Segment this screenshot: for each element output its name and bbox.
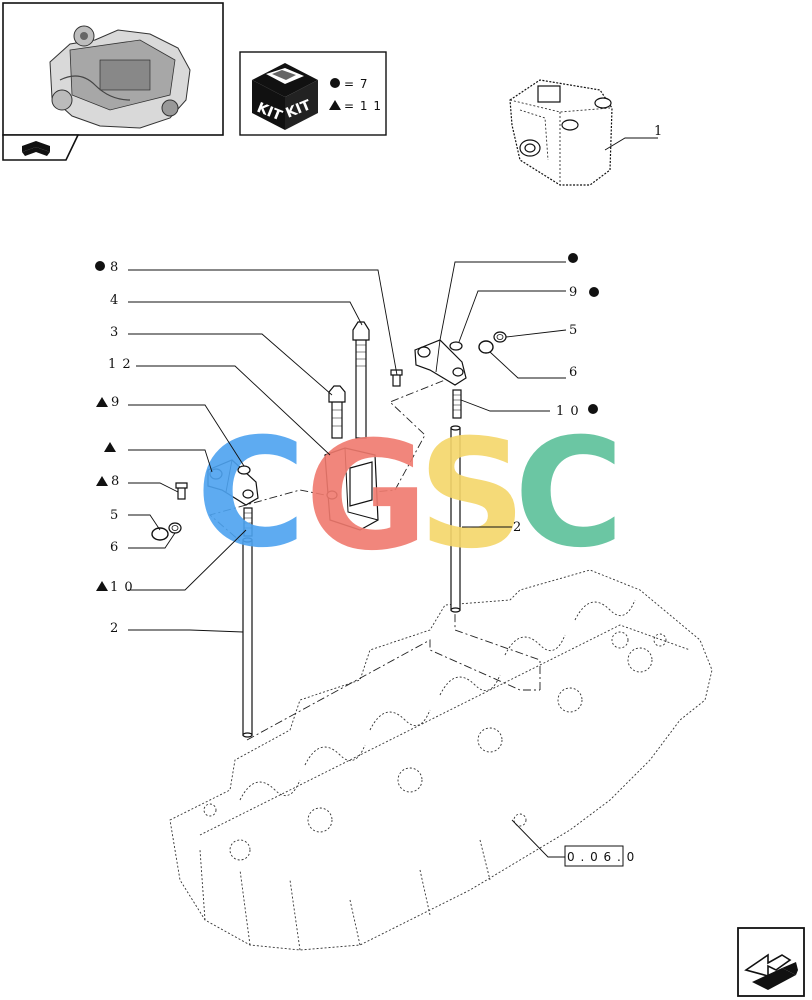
engine-icon	[49, 25, 191, 129]
next-page-button[interactable]	[737, 927, 805, 997]
filled-triangle-icon	[329, 100, 341, 110]
reference-label: 0 . 0 6 . 0	[567, 850, 635, 864]
watermark-letter-g: G	[305, 410, 428, 584]
rocker-arm-right	[414, 339, 467, 386]
cylinder-head	[169, 569, 713, 951]
bolt-4-long	[352, 321, 370, 439]
filled-circle-icon	[589, 287, 599, 297]
callout-10-right: 1 0	[556, 404, 580, 419]
push-rod-right	[450, 425, 461, 613]
adjuster-10-right	[452, 389, 462, 419]
push-rod-left	[242, 537, 253, 738]
callout-3: 3	[110, 325, 119, 340]
callout-6-right: 6	[569, 365, 578, 380]
screw-8-left	[175, 482, 188, 500]
bolt-3-short	[328, 385, 346, 439]
o-ring-5-right	[493, 331, 507, 343]
filled-circle-icon	[568, 253, 578, 263]
reference-box-0-06-0[interactable]: 0 . 0 6 . 0	[564, 845, 635, 867]
callout-5-right: 5	[569, 323, 578, 338]
book-icon	[22, 141, 50, 156]
filled-circle-icon	[588, 404, 598, 414]
engine-thumbnail[interactable]	[2, 2, 224, 136]
triangle-kit-count: = 1 1	[344, 99, 382, 113]
part-12-rocker-support	[324, 447, 379, 531]
filled-triangle-icon	[96, 397, 108, 407]
callout-1: 1	[654, 124, 663, 139]
callout-8-left: 8	[111, 474, 120, 489]
circle-kit-count: = 7	[344, 77, 369, 91]
adjuster-10-left	[243, 507, 253, 537]
o-ring-6-right	[478, 340, 494, 354]
watermark-letter-c2: C	[514, 407, 624, 581]
callout-9-right: 9	[569, 285, 578, 300]
callout-4: 4	[110, 293, 119, 308]
watermark-letter-s: S	[418, 408, 526, 582]
filled-circle-icon	[330, 78, 340, 88]
watermark-letter-c1: C	[196, 407, 306, 581]
callout-2-left: 2	[110, 621, 119, 636]
cgsc-watermark: C G S C	[196, 407, 624, 584]
navigation-tab[interactable]	[2, 134, 80, 161]
callout-9-left: 9	[111, 395, 120, 410]
callout-5-left: 5	[110, 508, 119, 523]
callout-6-left: 6	[110, 540, 119, 555]
part-1-rocker-support	[509, 79, 613, 186]
callout-2-right: 2	[513, 520, 522, 535]
rocker-arm-left	[207, 459, 259, 506]
filled-triangle-icon	[96, 476, 108, 486]
callout-12: 1 2	[108, 357, 132, 372]
kit-legend: KIT KIT = 7 = 1 1	[239, 51, 387, 136]
arrow-book-icon	[744, 953, 798, 990]
callout-10-left: 1 0	[110, 580, 134, 595]
filled-triangle-icon	[96, 581, 108, 591]
filled-triangle-icon	[104, 442, 116, 452]
washer-9-right	[449, 341, 463, 351]
o-ring-6-left	[168, 522, 182, 534]
filled-circle-icon	[95, 261, 105, 271]
kit-box-icon: KIT KIT	[252, 63, 318, 130]
callout-8-top: 8	[110, 260, 119, 275]
o-ring-5-left	[151, 527, 169, 541]
